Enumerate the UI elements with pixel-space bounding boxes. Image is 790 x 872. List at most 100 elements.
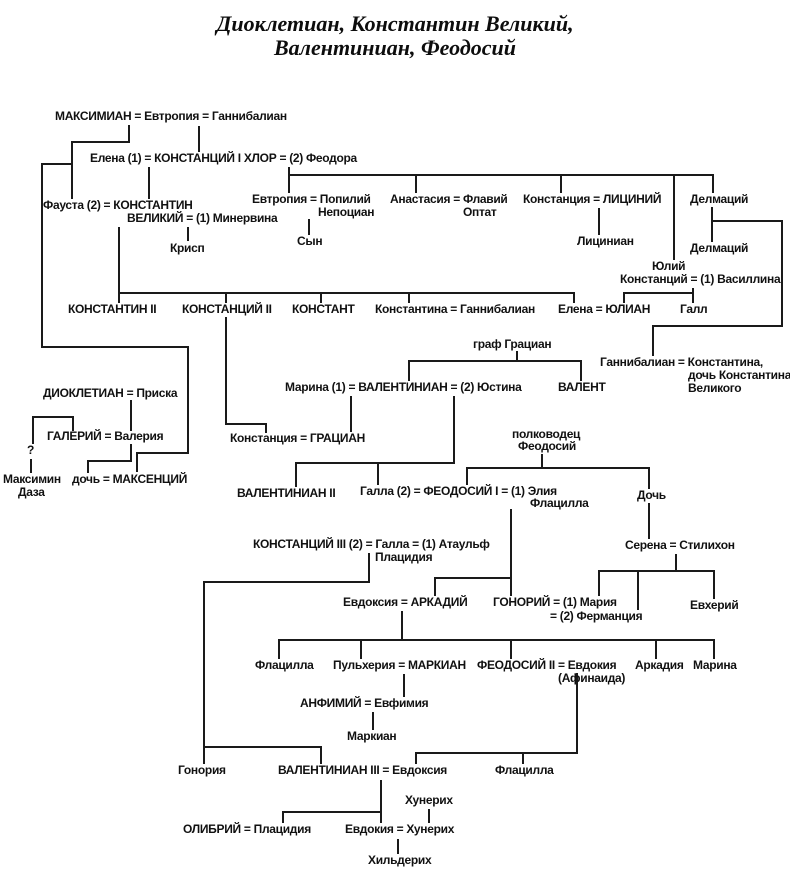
tree-connector-line <box>652 325 654 356</box>
tree-connector-line <box>187 227 189 241</box>
person-label-maksimian-evtropia-gannibalian: МАКСИМИАН = Евтропия = Ганнибалиан <box>55 109 287 123</box>
person-label-gonorij-fermancia: = (2) Ферманция <box>550 609 643 623</box>
person-label-gall: Галл <box>680 302 708 316</box>
tree-connector-line <box>288 174 290 193</box>
person-label-valentinian-ii: ВАЛЕНТИНИАН II <box>237 486 336 500</box>
tree-connector-line <box>510 639 512 659</box>
tree-connector-line <box>32 416 34 444</box>
person-label-konstancia-licinij: Констанция = ЛИЦИНИЙ <box>523 192 662 206</box>
person-label-doch-maksencij: дочь = МАКСЕНЦИЙ <box>72 472 188 486</box>
person-label-evtropia-popilij: Евтропия = Попилий <box>252 192 371 206</box>
tree-connector-line <box>130 400 132 431</box>
tree-connector-line <box>712 174 714 193</box>
tree-connector-line <box>282 811 382 813</box>
person-label-galla-feodosij-i-elia: Галла (2) = ФЕОДОСИЙ I = (1) Элия <box>360 484 557 498</box>
person-label-olibrij-placidia: ОЛИБРИЙ = Плацидия <box>183 822 311 836</box>
tree-connector-line <box>118 292 120 303</box>
person-label-afinaida: (Афинаида) <box>558 671 626 685</box>
tree-connector-line <box>598 570 715 572</box>
tree-connector-line <box>71 141 73 199</box>
person-label-valentinian-iii-evdoksia: ВАЛЕНТИНИАН III = Евдоксия <box>278 763 447 777</box>
person-label-placidia-galla: Плацидия <box>375 550 433 564</box>
tree-connector-line <box>637 570 639 610</box>
tree-connector-line <box>648 503 650 539</box>
tree-connector-line <box>655 639 657 659</box>
person-label-valent: ВАЛЕНТ <box>558 380 606 394</box>
tree-connector-line <box>41 163 43 348</box>
tree-connector-line <box>466 467 468 485</box>
person-label-delmacij-1: Делмаций <box>690 192 749 206</box>
tree-connector-line <box>652 325 783 327</box>
tree-connector-line <box>380 780 382 823</box>
person-label-evdokia-hunerih: Евдокия = Хунерих <box>345 822 455 836</box>
tree-connector-line <box>320 292 322 303</box>
person-label-syn: Сын <box>297 234 323 248</box>
person-label-julij: Юлий <box>652 259 686 273</box>
tree-connector-line <box>711 220 783 222</box>
person-label-flacilla-elia: Флацилла <box>530 496 589 510</box>
tree-connector-line <box>32 416 74 418</box>
tree-connector-line <box>320 746 322 764</box>
tree-connector-line <box>598 570 600 596</box>
person-label-konstancij-vasillina: Констанций = (1) Василлина <box>620 272 781 286</box>
tree-connector-line <box>41 346 189 348</box>
person-label-feodosij-ii-evdokia: ФЕОДОСИЙ II = Евдокия <box>477 658 617 672</box>
person-label-polkovodec: полководец <box>512 427 581 441</box>
tree-connector-line <box>278 639 715 641</box>
tree-connector-line <box>522 752 524 764</box>
tree-connector-line <box>128 125 130 143</box>
tree-connector-line <box>41 163 73 165</box>
person-label-graf-gracian: граф Грациан <box>473 337 552 351</box>
tree-connector-line <box>308 219 310 235</box>
tree-connector-line <box>225 317 227 425</box>
person-label-elena-konstancij-hlor-feodora: Елена (1) = КОНСТАНЦИЙ I ХЛОР = (2) Феод… <box>90 151 357 165</box>
tree-connector-line <box>781 220 783 327</box>
person-label-konstantin-ii: КОНСТАНТИН II <box>68 302 157 316</box>
tree-connector-line <box>434 577 512 579</box>
person-label-flacilla-1: Флацилла <box>255 658 314 672</box>
tree-connector-line <box>510 509 512 596</box>
person-label-galerij-valeria: ГАЛЕРИЙ = Валерия <box>47 429 164 443</box>
person-label-doch: Дочь <box>637 488 666 502</box>
person-label-serena-stilihon: Серена = Стилихон <box>625 538 735 552</box>
person-label-feodosij: Феодосий <box>518 439 576 453</box>
tree-connector-line <box>415 174 417 193</box>
tree-connector-line <box>118 292 575 294</box>
diagram-title: Диоклетиан, Константин Великий, Валентин… <box>0 12 790 60</box>
person-label-evdoksia-arkadij: Евдоксия = АРКАДИЙ <box>343 595 468 609</box>
tree-connector-line <box>148 167 150 199</box>
person-label-diokletian-priska: ДИОКЛЕТИАН = Приска <box>43 386 178 400</box>
tree-connector-line <box>415 752 578 754</box>
tree-connector-line <box>225 423 267 425</box>
tree-connector-line <box>372 712 374 730</box>
person-label-gannibalian-konstantina-l3: Великого <box>688 381 742 395</box>
tree-connector-line <box>711 207 713 242</box>
person-label-gonorij-maria: ГОНОРИЙ = (1) Мария <box>493 595 617 609</box>
person-label-velikij-minervina: ВЕЛИКИЙ = (1) Минервина <box>127 211 278 225</box>
person-label-markian-syn: Маркиан <box>347 729 397 743</box>
tree-connector-line <box>278 639 280 659</box>
tree-connector-line <box>541 454 543 469</box>
person-label-konstancij-ii: КОНСТАНЦИЙ II <box>182 302 272 316</box>
person-label-gonoria: Гонория <box>178 763 226 777</box>
person-label-anastasia-flavij: Анастасия = Флавий <box>390 192 508 206</box>
tree-connector-line <box>87 460 132 462</box>
tree-connector-line <box>187 346 189 454</box>
tree-connector-line <box>265 423 267 433</box>
tree-connector-line <box>648 467 650 489</box>
person-label-konstantina-gannibalian: Константина = Ганнибалиан <box>375 302 535 316</box>
tree-connector-line <box>87 460 89 473</box>
person-label-marina-2: Марина <box>693 658 737 672</box>
person-label-delmacij-2: Делмаций <box>690 241 749 255</box>
person-label-fausta-konstantin: Фауста (2) = КОНСТАНТИН <box>43 198 193 212</box>
person-label-optat: Оптат <box>463 205 497 219</box>
person-label-flacilla-2: Флацилла <box>495 763 554 777</box>
person-label-daza: Даза <box>18 485 45 499</box>
tree-connector-line <box>453 396 455 464</box>
tree-connector-line <box>136 452 138 472</box>
tree-connector-line <box>673 174 675 260</box>
person-label-licinian: Лициниан <box>577 234 634 248</box>
tree-connector-line <box>516 351 518 362</box>
person-label-pulheria-markian: Пульхерия = МАРКИАН <box>333 658 466 672</box>
